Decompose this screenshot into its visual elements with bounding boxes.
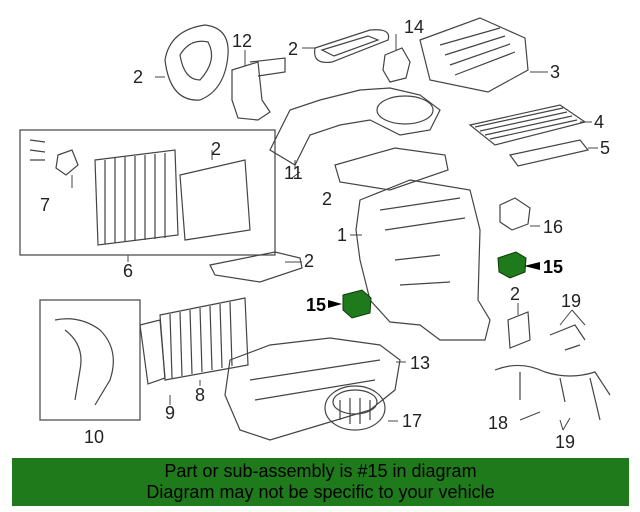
part-6-evaporator	[94, 149, 179, 246]
hvac-parts-diagram	[19, 17, 611, 441]
callout-12: 12	[232, 31, 253, 51]
part-1-main-case	[355, 179, 491, 341]
part-16-actuator	[499, 197, 531, 231]
callout-9: 9	[165, 403, 176, 423]
arrow-15-right	[524, 262, 540, 270]
callout-6: 6	[123, 261, 134, 281]
part-2-seal-left	[179, 159, 251, 241]
part-15-actuator-right	[497, 251, 527, 279]
callout-2: 2	[304, 251, 315, 271]
part-3-upper-case	[419, 17, 529, 93]
callout-10: 10	[84, 427, 105, 447]
callout-5: 5	[600, 138, 611, 158]
info-banner: Part or sub-assembly is #15 in diagram D…	[12, 458, 629, 506]
callout-18: 18	[488, 413, 509, 433]
part-2-seal-top	[314, 29, 390, 64]
callout-2: 2	[211, 139, 222, 159]
part-7-expansion-valve	[55, 149, 79, 176]
callout-13: 13	[410, 353, 431, 373]
part-10-pipes	[54, 318, 114, 406]
part-15-actuator-left	[342, 289, 372, 319]
part-12-bracket	[231, 61, 271, 121]
callout-15-right: 15	[543, 257, 564, 277]
part-8-heater-core	[159, 297, 249, 381]
part-2-seal-mid	[334, 147, 449, 191]
part-5-grille	[508, 139, 590, 167]
callout-15-left: 15	[306, 295, 327, 315]
callout-4: 4	[594, 112, 605, 132]
callout-11: 11	[284, 163, 303, 183]
callout-7: 7	[40, 195, 51, 215]
part-4-cabin-filter	[468, 104, 587, 146]
callout-1: 1	[337, 225, 348, 245]
callout-2: 2	[133, 67, 144, 87]
callout-2: 2	[322, 189, 333, 209]
callout-19: 19	[555, 432, 576, 452]
banner-line-1: Part or sub-assembly is #15 in diagram	[164, 461, 477, 481]
callout-17: 17	[402, 411, 423, 431]
banner-line-2: Diagram may not be specific to your vehi…	[146, 482, 495, 502]
callout-3: 3	[550, 62, 561, 82]
part-11-duct	[269, 87, 441, 166]
part-2-seal-oval	[164, 24, 229, 101]
callout-8: 8	[195, 385, 206, 405]
arrow-15-left	[328, 300, 342, 308]
callout-19: 19	[561, 291, 582, 311]
callout-14: 14	[404, 17, 425, 37]
part-10-group-box	[39, 299, 141, 421]
part-2-seal-small	[507, 311, 531, 349]
part-18-wire-harness	[494, 364, 611, 421]
part-15-highlight-group	[342, 251, 527, 319]
part-6-group-box	[19, 129, 276, 256]
part-17-blower-motor	[324, 385, 386, 431]
part-14-actuator	[382, 47, 411, 83]
callout-2: 2	[510, 284, 521, 304]
part-2-gasket	[209, 251, 303, 283]
callout-16: 16	[543, 217, 564, 237]
callout-2: 2	[288, 39, 299, 59]
